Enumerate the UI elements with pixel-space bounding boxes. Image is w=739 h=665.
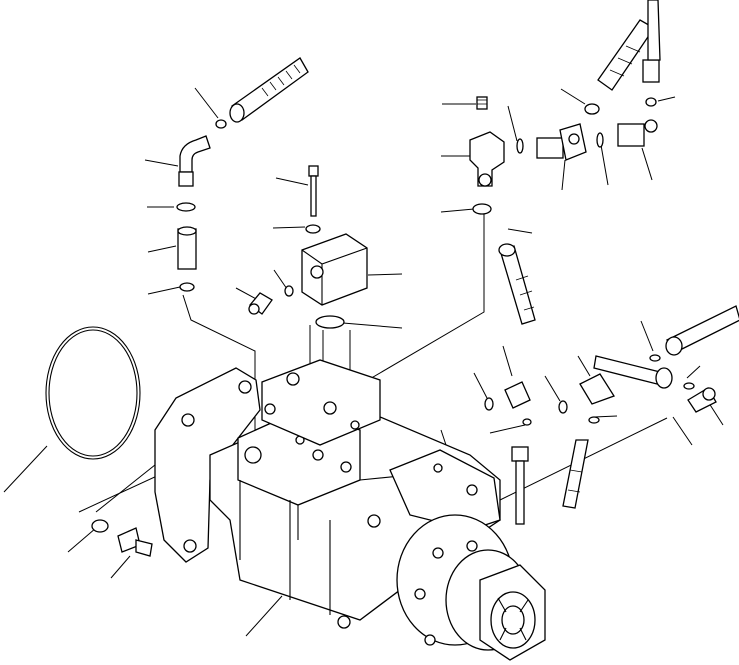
- leader-line: [194, 87, 219, 119]
- leader-line: [593, 415, 618, 418]
- elbow-fitting: [178, 135, 211, 187]
- leader-line: [144, 159, 179, 167]
- elbow-fitting: [579, 373, 615, 405]
- o-ring: [516, 138, 524, 154]
- tee-bracket: [469, 131, 505, 187]
- o-ring: [315, 315, 345, 329]
- mounting-bolt: [117, 527, 153, 557]
- leader-line: [440, 208, 475, 213]
- elbow-fitting: [504, 381, 531, 409]
- leader-line: [473, 372, 488, 399]
- tube: [498, 243, 536, 325]
- o-ring: [649, 354, 661, 362]
- leader-line: [67, 527, 97, 553]
- plug: [248, 292, 273, 315]
- adapter: [687, 387, 717, 413]
- leader-line: [367, 273, 403, 276]
- leader-line: [3, 445, 48, 493]
- o-ring: [522, 418, 532, 426]
- bolt: [308, 165, 319, 217]
- pump-assembly: [154, 359, 546, 661]
- leader-line: [275, 177, 309, 186]
- bolt: [511, 446, 529, 525]
- washer: [305, 224, 321, 234]
- large-o-ring-inner: [48, 329, 138, 457]
- leader-line: [672, 416, 693, 446]
- hose-upper-left: [229, 57, 309, 123]
- swivel-fitting: [536, 123, 587, 161]
- leader-line: [245, 595, 283, 637]
- leader-line: [273, 269, 288, 290]
- leader-line: [147, 245, 177, 253]
- tube: [562, 439, 589, 509]
- leader-line: [577, 355, 591, 377]
- leader-line: [272, 226, 306, 229]
- o-ring: [596, 132, 604, 148]
- o-ring: [484, 397, 494, 411]
- leader-line: [686, 365, 701, 379]
- o-ring: [588, 416, 600, 424]
- o-ring: [215, 119, 227, 129]
- o-ring: [683, 382, 695, 390]
- leader-line: [544, 375, 561, 402]
- o-ring: [179, 282, 195, 292]
- o-ring: [584, 103, 600, 115]
- breather: [476, 96, 488, 110]
- large-o-ring: [45, 326, 141, 460]
- valve-block: [301, 233, 368, 306]
- leader-line: [640, 320, 654, 352]
- o-ring: [645, 97, 657, 107]
- leader-line: [342, 322, 403, 329]
- leader-line: [147, 286, 181, 295]
- leader-line: [489, 424, 526, 434]
- leader-line: [502, 345, 513, 377]
- leader-line: [235, 287, 259, 301]
- elbow-hose-fitting: [617, 119, 658, 147]
- o-ring: [284, 285, 294, 297]
- nipple: [665, 305, 739, 356]
- washer: [91, 519, 109, 533]
- leader-line: [507, 105, 518, 142]
- leader-line: [600, 144, 609, 186]
- leader-line: [561, 159, 566, 191]
- leader-line: [110, 555, 131, 579]
- leader-line: [641, 147, 653, 181]
- o-ring: [558, 400, 568, 414]
- leader-line: [507, 228, 533, 234]
- tube: [593, 355, 673, 389]
- washer: [176, 202, 196, 212]
- leader-line: [657, 96, 676, 102]
- hose-upper-right: [597, 0, 661, 91]
- adapter: [177, 226, 197, 270]
- o-ring: [472, 203, 492, 215]
- leader-line: [560, 88, 586, 105]
